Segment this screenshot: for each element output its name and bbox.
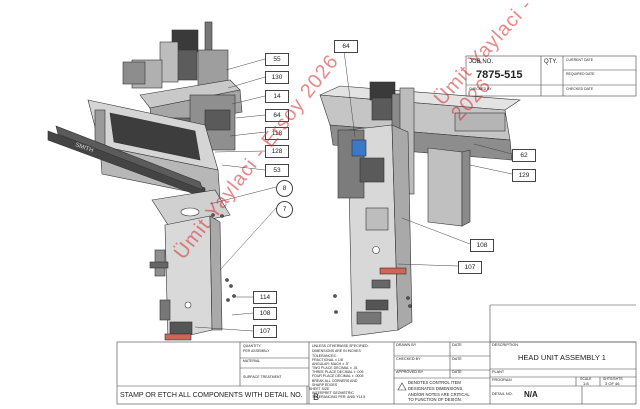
callout-130: 130: [265, 71, 289, 84]
callout-118: 118: [265, 127, 289, 140]
drawn-date-label: DATE: [452, 343, 462, 347]
checked-by-label-top: CHECKED BY: [469, 87, 492, 91]
callout-114: 114: [253, 291, 277, 304]
sheets-value: 3 OF 46: [605, 381, 620, 386]
head-unit-iso-right: [319, 81, 521, 337]
callout-53: 53: [265, 164, 289, 177]
tolerance-label: TOLERANCES:: [312, 354, 337, 358]
stamp-etch-note: STAMP OR ETCH ALL COMPONENTS WITH DETAIL…: [120, 392, 303, 399]
detail-no-value: N/A: [524, 390, 538, 399]
control-item-note4: TO FUNCTION OF DESIGN.: [408, 397, 462, 402]
callout-107-left: 107: [253, 325, 277, 338]
description-label: DESCRIPTION: [492, 343, 518, 347]
callout-64-right: 64: [334, 40, 358, 53]
tolerance-two: TWO PLACE DECIMAL ± .01: [312, 366, 358, 370]
detail-no-label: DETAIL NO.: [492, 392, 513, 396]
drawing-title: HEAD UNIT ASSEMBLY 1: [518, 353, 606, 362]
tolerance-four: FOUR PLACE DECIMAL ± .0005: [312, 374, 364, 378]
callout-108-right: 108: [470, 239, 494, 252]
vertical-column-left: [149, 215, 223, 341]
material-label: MATERIAL: [243, 359, 261, 363]
current-date-label: CURRENT DATE: [566, 58, 594, 62]
leader-lines-right: [343, 50, 513, 267]
quantity-label: QUANTITY: [243, 344, 261, 348]
plant-label: PLANT: [492, 370, 505, 374]
leader-lines-left: [194, 58, 277, 332]
fasteners-left: [211, 213, 236, 302]
tolerance-ang: ANGULAR: MACH ± .5°: [312, 362, 350, 366]
tolerance-break: BREAK ALL CORNERS AND: [312, 379, 358, 383]
program-label: PROGRAM: [492, 378, 512, 382]
tolerance-dims: DIMENSIONS ARE IN INCHES: [312, 349, 361, 353]
callout-64: 64: [265, 109, 289, 122]
callout-108-left: 108: [253, 307, 277, 320]
job-no-value: 7875-515: [476, 69, 523, 81]
callout-55: 55: [265, 53, 289, 66]
scale-value: 1:8: [583, 381, 589, 386]
callout-129: 129: [512, 169, 536, 182]
control-item-note3: AND/OR NOTES ARE CRITICAL: [408, 392, 470, 397]
tolerance-sharp: SHARP EDGES: [312, 383, 338, 387]
tolerance-interp: INTERPRET GEOMETRIC: [312, 391, 354, 395]
checked-date-label: DATE: [452, 357, 462, 361]
callout-7: 7: [276, 201, 293, 218]
control-item-note1: DENOTES CONTROL ITEM: [408, 380, 461, 385]
surface-treatment-label: SURFACE TREATMENT: [243, 375, 282, 379]
tolerance-std: TOLERANCING PER: ANSI Y14.5: [312, 395, 366, 399]
sheet-size-value: B: [313, 392, 320, 402]
checked-by-label: CHECKED BY: [396, 357, 421, 361]
callout-128: 128: [265, 145, 289, 158]
control-item-note2: DESIGNATES DIMENSIONS: [408, 386, 463, 391]
job-no-label: JOB NO.: [469, 59, 494, 65]
callout-62: 62: [512, 149, 536, 162]
callout-8: 8: [276, 180, 293, 197]
tolerance-three: THREE PLACE DECIMAL ± .005: [312, 370, 364, 374]
tolerance-frac: FRACTIONAL ± 1/8: [312, 358, 343, 362]
scale-label: SCALE: [580, 377, 592, 381]
callout-14: 14: [265, 90, 289, 103]
sheets-label: SHTS/SHTS: [603, 377, 623, 381]
callout-107-right: 107: [458, 261, 482, 274]
drawn-by-label: DRAWN BY: [396, 343, 417, 347]
checked-date-label-top: CHECKED DATE: [566, 87, 594, 91]
sheet-size-label: SHEET SIZE: [309, 387, 330, 391]
per-assembly-label: PER ASSEMBLY: [243, 349, 270, 353]
required-date-label: REQUIRED DATE: [566, 72, 595, 76]
title-block-lines: [116, 55, 637, 405]
tolerance-unless: UNLESS OTHERWISE SPECIFIED:: [312, 344, 369, 348]
approved-by-label: APPROVED BY: [396, 370, 424, 374]
control-item-triangle: [397, 382, 407, 391]
approved-date-label: DATE: [452, 370, 462, 374]
qty-label: QTY.: [544, 59, 558, 65]
